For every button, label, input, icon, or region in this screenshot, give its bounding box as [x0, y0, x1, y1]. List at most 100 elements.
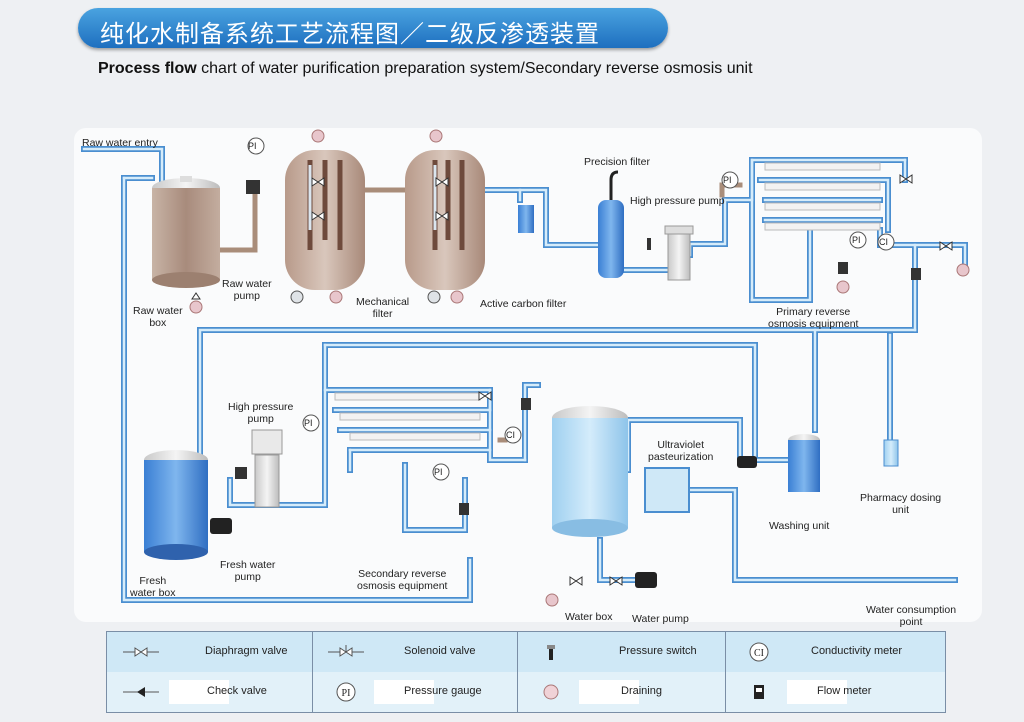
label-precision-filter: Precision filter [584, 156, 650, 168]
label-water-box: Water box [565, 611, 613, 623]
label-raw-water-box: Raw water box [133, 305, 183, 329]
legend-blank [374, 680, 434, 704]
drain-icon [311, 129, 325, 143]
pressure-gauge-icon [247, 137, 265, 155]
mechanical-filter [285, 150, 365, 290]
label-washing-unit: Washing unit [769, 520, 830, 532]
secondary-ro-membranes [334, 392, 481, 441]
pressure-switch-icon [647, 238, 651, 250]
label-pi: PI [304, 418, 313, 428]
conductivity-meter-icon [877, 233, 895, 251]
label-pi: PI [852, 235, 861, 245]
legend-item: Flow meter [725, 672, 944, 712]
active-carbon-filter [405, 150, 485, 290]
title-cn: 纯化水制备系统工艺流程图／二级反渗透装置 [100, 20, 600, 48]
drain-icon [290, 290, 304, 304]
label-high-pressure-pump-1: High pressure pump [630, 195, 725, 207]
legend-item: PI Pressure gauge [312, 672, 518, 712]
label-secondary-ro: Secondary reverse osmosis equipment [357, 568, 448, 592]
drain-icon [427, 290, 441, 304]
subtitle: Process flow chart of water purification… [98, 60, 753, 78]
solenoid-valve-icon [328, 645, 364, 657]
legend-label: Pressure switch [619, 645, 697, 657]
label-high-pressure-pump-2: High pressure pump [228, 401, 294, 425]
high-pressure-pump-2 [251, 429, 283, 508]
drain-icon [450, 290, 464, 304]
label-water-pump: Water pump [632, 613, 689, 625]
uv-pasteurizer [644, 467, 690, 513]
legend-label: Check valve [207, 685, 267, 697]
legend-item: Pressure switch [517, 632, 726, 672]
pressure-gauge-icon [721, 171, 739, 189]
drain-icon [429, 129, 443, 143]
raw-water-box [152, 176, 220, 288]
legend-label: Pressure gauge [404, 685, 482, 697]
legend-table: Diaphragm valve Solenoid valve Pressure … [106, 631, 946, 713]
legend-item: Solenoid valve [312, 632, 518, 672]
washing-pump [737, 456, 757, 468]
primary-ro-membranes [764, 162, 881, 231]
label-pi: PI [723, 175, 732, 185]
pressure-gauge-icon [302, 414, 320, 432]
legend-blank [579, 680, 639, 704]
label-pi: PI [248, 141, 257, 151]
legend-row-1: Diaphragm valve Solenoid valve Pressure … [107, 632, 945, 672]
conductivity-meter-icon [504, 426, 522, 444]
water-pump [635, 572, 657, 588]
flow-meter-icon [911, 268, 921, 280]
label-active-carbon-filter: Active carbon filter [480, 298, 567, 310]
precision-filter [598, 170, 624, 278]
high-pressure-pump-1 [664, 225, 694, 281]
label-ci: CI [879, 237, 888, 247]
title-banner: 纯化水制备系统工艺流程图／二级反渗透装置 [78, 8, 668, 48]
label-primary-ro: Primary reverse osmosis equipment [768, 306, 859, 330]
water-box [552, 406, 628, 537]
label-pi: PI [434, 467, 443, 477]
flow-meter-icon [235, 467, 247, 479]
label-mechanical-filter: Mechanical filter [356, 296, 410, 320]
diaphragm-valve-icon [123, 647, 159, 657]
legend-item: CI Conductivity meter [725, 632, 944, 672]
legend-label: Diaphragm valve [205, 645, 288, 657]
flow-meter-icon [754, 685, 764, 699]
legend-row-2: Check valve PI Pressure gauge Draining F… [107, 672, 945, 712]
pipe-network [81, 146, 968, 603]
pressure-gauge-icon [849, 231, 867, 249]
valve-icons [191, 174, 953, 586]
flow-meter-icon [521, 398, 531, 410]
pressure-gauge-icon: PI [336, 682, 356, 702]
conductivity-meter-icon: CI [749, 642, 769, 662]
ci-symbol: CI [754, 648, 764, 659]
pressure-switch-icon [547, 645, 555, 660]
legend-item: Check valve [107, 672, 313, 712]
legend-label: Conductivity meter [811, 645, 903, 657]
subtitle-rest: chart of water purification preparation … [196, 60, 753, 77]
legend-label: Flow meter [817, 685, 872, 697]
drain-icon [329, 290, 343, 304]
buffer-tank [518, 205, 534, 233]
label-ci: CI [506, 430, 515, 440]
legend-item: Diaphragm valve [107, 632, 313, 672]
drain-icon [836, 280, 850, 294]
legend-label: Draining [621, 685, 662, 697]
label-raw-water-pump: Raw water pump [222, 278, 272, 302]
draining-icon [543, 684, 559, 700]
fresh-water-pump [210, 518, 232, 534]
label-fresh-water-pump: Fresh water pump [220, 559, 276, 583]
label-pharmacy-dosing: Pharmacy dosing unit [860, 492, 942, 516]
pi-symbol: PI [342, 688, 351, 699]
label-consumption-point: Water consumption point [866, 604, 957, 628]
pressure-gauge-icon [432, 463, 450, 481]
washing-unit [788, 434, 820, 492]
label-uv: Ultraviolet pasteurization [648, 439, 714, 463]
drain-icon [189, 300, 203, 314]
legend-item: Draining [517, 672, 726, 712]
flow-meter-icon [459, 503, 469, 515]
legend-blank [169, 680, 229, 704]
drain-icon [545, 593, 559, 607]
label-raw-water-entry: Raw water entry [82, 137, 158, 149]
check-valve-icon [123, 687, 159, 697]
drain-icon [956, 263, 970, 277]
label-fresh-water-box: Fresh water box [130, 575, 176, 599]
